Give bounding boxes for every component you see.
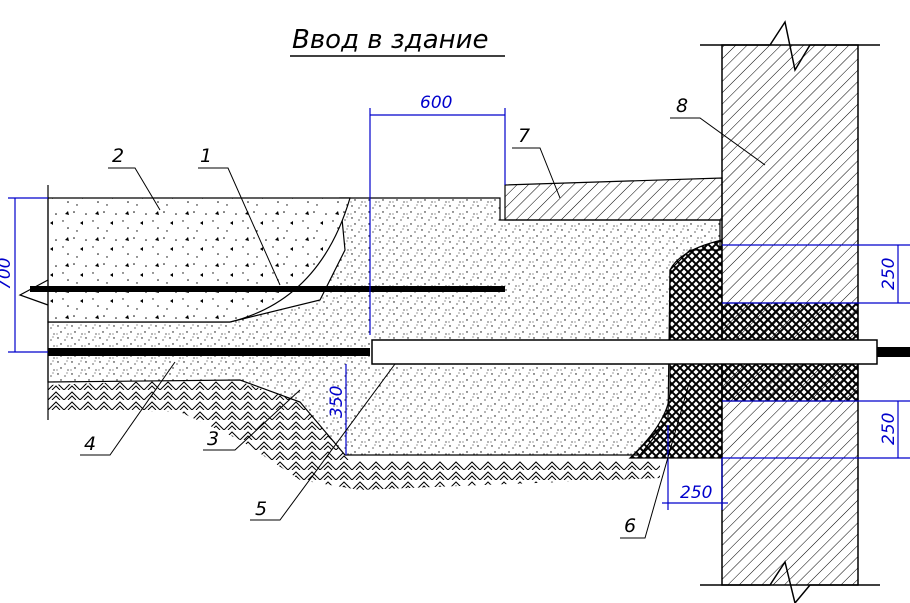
dimension-lines [8, 108, 910, 510]
ground-hatch [48, 378, 660, 490]
dim-250-bottom: 250 [680, 483, 712, 503]
callout-8: 8 [676, 95, 688, 117]
break-line-top [700, 20, 880, 73]
leader-lines [80, 117, 766, 539]
dim-350: 350 [327, 386, 347, 418]
callout-5: 5 [255, 498, 267, 520]
callout-1: 1 [200, 145, 212, 167]
wall-opening-upper [721, 302, 859, 342]
callout-2: 2 [112, 145, 124, 167]
break-line-bottom [700, 560, 880, 603]
cable-break-mark [18, 279, 49, 306]
callout-3: 3 [207, 428, 219, 450]
drawing-title: Ввод в здание [292, 25, 489, 55]
callout-7: 7 [518, 125, 530, 147]
wall-opening-lower [721, 362, 859, 402]
dim-700: 700 [0, 258, 15, 290]
dim-250-upper: 250 [879, 258, 899, 290]
callout-6: 6 [624, 515, 636, 537]
dim-250-lower: 250 [879, 413, 899, 445]
protective-pipe [371, 339, 878, 365]
dim-600: 600 [420, 93, 452, 113]
callout-4: 4 [84, 433, 96, 455]
blind-area [504, 177, 723, 221]
